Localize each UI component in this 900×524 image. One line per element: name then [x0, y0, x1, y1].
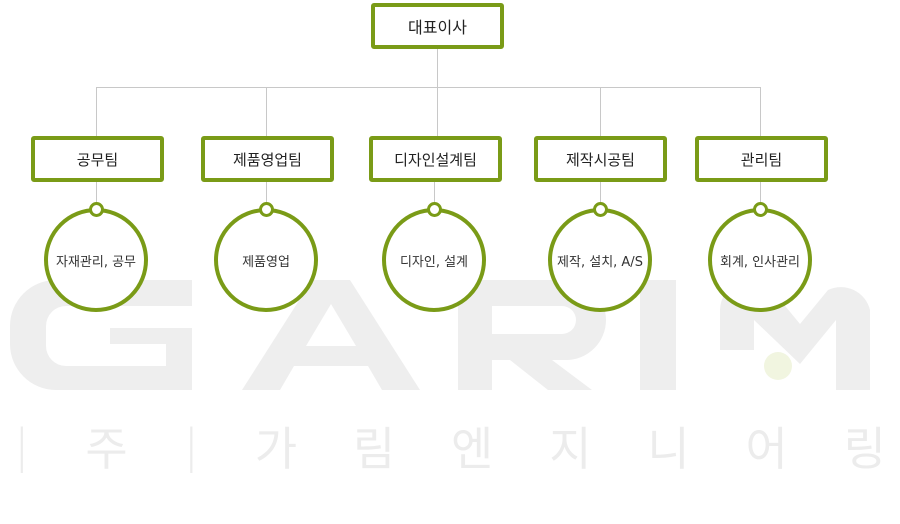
watermark-letter-a — [242, 280, 420, 390]
role-label: 디자인, 설계 — [399, 254, 469, 270]
role-circle: 자재관리, 공무 — [44, 208, 148, 312]
watermark-letter-g — [10, 280, 192, 390]
watermark-char: 엔 — [451, 422, 494, 476]
watermark-char: 어 — [745, 422, 788, 476]
watermark-char: | — [183, 419, 199, 473]
watermark-letter-r — [458, 280, 606, 390]
watermark-subtitle: | 주 | 가 림 엔 지 니 어 링 — [0, 416, 900, 476]
team-box-management: 관리팀 — [695, 136, 828, 182]
role-label: 자재관리, 공무 — [55, 254, 137, 270]
watermark-dot-icon — [764, 352, 792, 380]
connector-dot-icon — [593, 202, 608, 217]
role-circle: 회계, 인사관리 — [708, 208, 812, 312]
ceo-box: 대표이사 — [371, 3, 504, 49]
connector-dot-icon — [89, 202, 104, 217]
role-label: 회계, 인사관리 — [719, 254, 801, 270]
team-box-construction: 공무팀 — [31, 136, 164, 182]
watermark-char: 지 — [549, 422, 592, 476]
watermark-char: 링 — [843, 422, 886, 476]
role-label: 제품영업 — [242, 254, 290, 270]
watermark-char: 니 — [647, 422, 690, 476]
team-box-production: 제작시공팀 — [534, 136, 667, 182]
watermark-letter-i — [640, 280, 676, 390]
watermark-char: 주 — [85, 422, 128, 476]
role-circle: 제품영업 — [214, 208, 318, 312]
connector-dot-icon — [427, 202, 442, 217]
role-label: 제작, 설치, A/S — [557, 254, 643, 270]
watermark-char: | — [14, 419, 30, 473]
connector-dot-icon — [753, 202, 768, 217]
watermark-char: 가 — [254, 422, 298, 476]
role-circle: 디자인, 설계 — [382, 208, 486, 312]
team-box-design: 디자인설계팀 — [369, 136, 502, 182]
team-box-sales: 제품영업팀 — [201, 136, 334, 182]
watermark-char: 림 — [352, 422, 396, 476]
connector-dot-icon — [259, 202, 274, 217]
role-circle: 제작, 설치, A/S — [548, 208, 652, 312]
